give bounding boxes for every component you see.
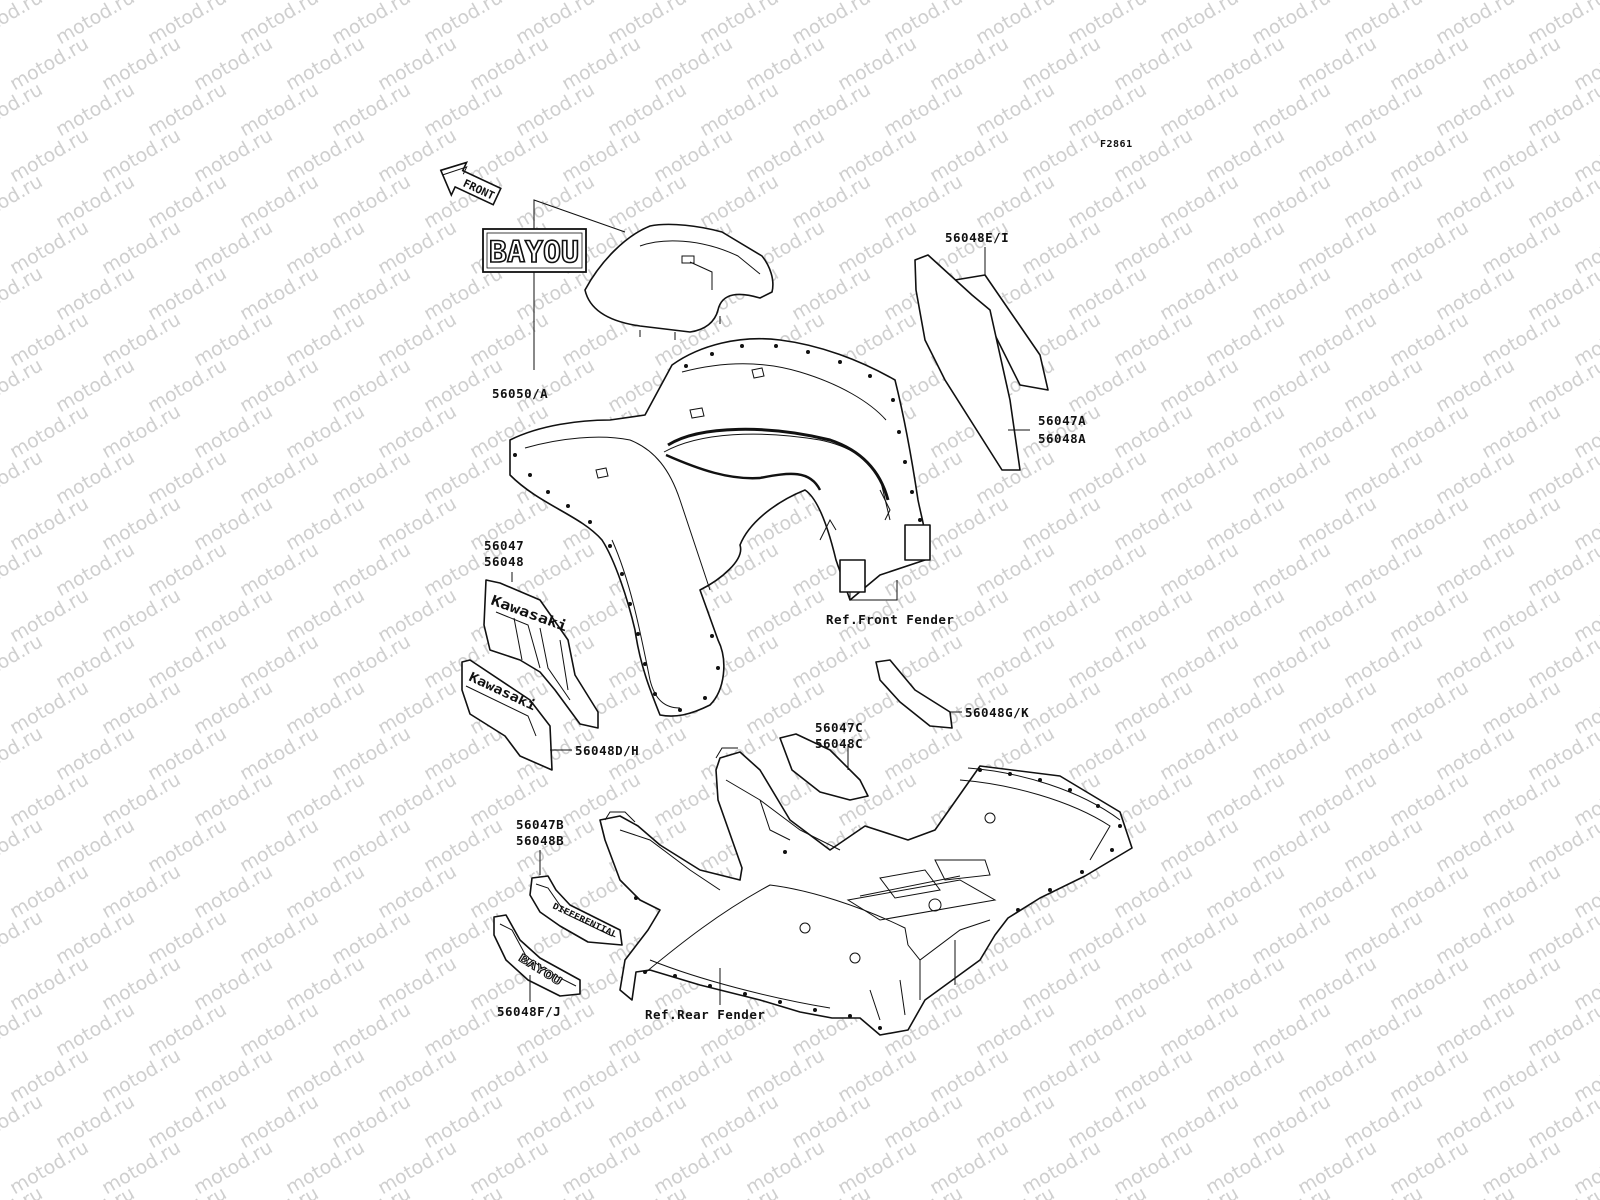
label-56048fj: 56048F/J: [497, 1004, 561, 1019]
front-arrow-icon: FRONT: [439, 161, 502, 206]
decal-56047c-56048c: [779, 733, 869, 801]
label-56048ei: 56048E/I: [945, 230, 1009, 245]
front-top-cover: [584, 223, 774, 340]
label-56050a: 56050/A: [492, 386, 548, 401]
label-56047c: 56047C: [815, 720, 863, 735]
label-56048gk: 56048G/K: [965, 705, 1029, 720]
figure-id: F2861: [1100, 139, 1133, 150]
label-56048c: 56048C: [815, 736, 863, 751]
label-56047a: 56047A: [1038, 413, 1086, 428]
kawasaki-decal-side: Kawasaki: [461, 659, 553, 771]
rear-fender: [599, 747, 1133, 1036]
label-56047: 56047: [484, 538, 524, 553]
label-56048dh: 56048D/H: [575, 743, 639, 758]
label-56048a: 56048A: [1038, 431, 1086, 446]
bayou-logo-decal: BAYOU: [482, 228, 587, 273]
decal-56047a-56048a: [914, 254, 1021, 471]
label-56048: 56048: [484, 554, 524, 569]
front-fender: [509, 337, 931, 717]
differential-decal: DIFFERENTIAL: [529, 875, 623, 946]
bayou-logo-text: BAYOU: [489, 235, 579, 269]
label-ref-front-fender: Ref.Front Fender: [826, 612, 954, 627]
decal-56048gk: [875, 659, 953, 729]
label-56048b: 56048B: [516, 833, 564, 848]
label-56047b: 56047B: [516, 817, 564, 832]
label-ref-rear-fender: Ref.Rear Fender: [645, 1007, 765, 1022]
kawasaki-decal-top: Kawasaki: [483, 579, 599, 729]
